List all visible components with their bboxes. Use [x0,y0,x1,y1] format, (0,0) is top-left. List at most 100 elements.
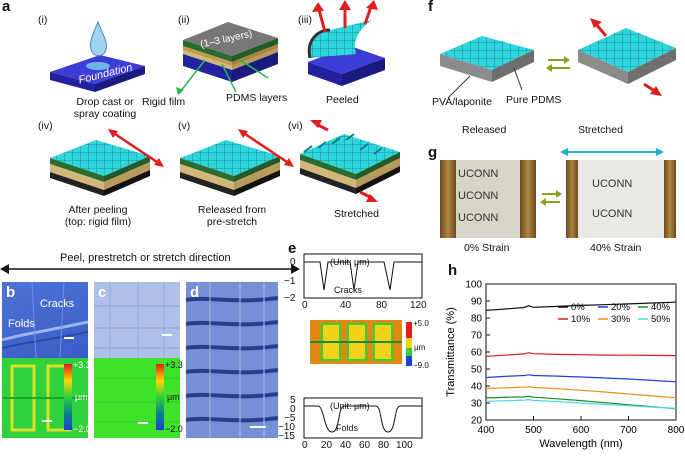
y-tick-label: 40 [471,382,483,393]
panel-label-d: d [190,284,200,301]
y-tick-label: 70 [471,331,483,342]
y-tick-label: 100 [465,280,482,291]
caption-v-line2: pre-stretch [206,216,258,228]
e-top-unit: (Unit: μm) [330,257,370,267]
photo-0-strain [440,160,536,238]
caption-i-line1: Drop cast or [76,96,134,108]
panel-label-g: g [428,144,438,161]
photo-40-strain [566,160,676,238]
e-bottom-xtick-1: 20 [321,440,333,451]
y-tick-label: 50 [471,365,483,376]
colorbar-b-unit: μm [75,392,88,402]
series-line-30pct [485,386,677,399]
series-line-50pct [485,398,677,409]
colorbar-e-unit: μm [414,343,426,352]
panel-label-c: c [98,284,107,301]
x-tick-label: 500 [525,425,542,436]
micrograph-b-optical [2,282,88,358]
y-tick-label: 60 [471,348,483,359]
series-line-0pct [485,301,677,311]
strain-40-label: 40% Strain [590,242,642,254]
colorbar-e-max: +5.0 [413,319,429,328]
stretched-label-a: Stretched [334,208,379,220]
e-bottom-ytick-4: −15 [278,431,295,442]
colorbar-b-max: +3.3 [73,360,91,370]
e-bottom-ytick-2: −5 [284,413,296,424]
peeled-label: Peeled [326,94,359,106]
e-bottom-ytick-3: −10 [278,422,295,433]
stretch-arrow-g [560,148,664,156]
e-bottom-xtick-0: 0 [302,440,308,451]
e-bottom-xtick-4: 80 [378,440,390,451]
pva-label: PVA/laponite [432,96,492,108]
e-top-xtick-1: 40 [340,300,352,311]
layered-stack [176,22,278,95]
colorbar-c-min: −2.0 [165,424,183,434]
x-axis-label: Wavelength (nm) [539,438,622,450]
panel-a-schematic [50,0,400,202]
stretched-stack [300,120,400,202]
panel-e-profiles [303,253,423,439]
legend-label: 50% [651,314,671,325]
uconn-label-5: UCONN [592,208,633,220]
e-top-ytick-0: 0 [290,257,296,268]
e-bottom-trace-label: Folds [336,423,359,433]
colorbar-e-min: −9.0 [413,361,429,370]
panel-label-f: f [428,0,433,15]
step-vi-label: (vi) [288,120,303,132]
e-bottom-xtick-3: 60 [359,440,371,451]
colorbar-c-max: +3.3 [165,360,183,370]
strain-0-label: 0% Strain [464,242,510,254]
peeled-stack [307,0,385,86]
uconn-label-1: UCONN [458,168,499,180]
e-bottom-xtick-2: 40 [340,440,352,451]
series-line-10pct [485,352,677,357]
toggle-arrow-g [540,190,562,206]
e-top-xtick-2: 80 [376,300,388,311]
uconn-label-3: UCONN [458,212,499,224]
y-axis-label: Transmittance (%) [445,307,457,396]
colorbar-c-unit: μm [167,392,180,402]
y-tick-label: 80 [471,314,483,325]
uconn-label-2: UCONN [458,190,499,202]
series-line-20pct [485,374,677,383]
uconn-label-4: UCONN [592,178,633,190]
panel-label-b: b [6,284,16,301]
micrograph-c-height-map [94,358,180,438]
y-tick-label: 20 [471,416,483,427]
released-label: Released [462,124,507,136]
step-ii-label: (ii) [178,14,190,26]
direction-label: Peel, prestretch or stretch direction [60,252,231,264]
step-v-label: (v) [178,120,191,132]
pure-pdms-label: Pure PDMS [506,94,562,106]
x-tick-label: 400 [478,425,495,436]
panel-label-h: h [448,262,458,279]
caption-iv-line2: (top: rigid film) [64,216,132,228]
caption-i-line2: spray coating [73,108,137,120]
colorbar-b [64,364,72,430]
e-top-ytick-1: −1 [284,276,296,287]
folds-label: Folds [8,318,35,330]
legend-label: 0% [571,302,585,313]
droplet-icon [89,20,107,57]
direction-arrow [0,264,300,274]
panel-label-a: a [2,0,11,15]
x-tick-label: 700 [620,425,637,436]
colorbar-c [156,364,164,430]
step-i-label: (i) [38,14,48,26]
colorbar-b-min: −2.0 [73,424,91,434]
legend-label: 40% [651,302,671,313]
stretched-label-f: Stretched [578,124,623,136]
pdms-layers-label: PDMS layers [226,92,288,104]
micrograph-c-optical [94,282,180,358]
e-top-ytick-2: −2 [284,293,296,304]
micrograph-b-height-map [2,358,88,438]
series-line-40pct [485,395,677,410]
e-top-xtick-3: 120 [410,300,427,311]
micrograph-d-optical [186,282,278,438]
e-top-trace-label: Cracks [334,285,363,295]
cracks-label: Cracks [40,298,75,310]
y-tick-label: 90 [471,297,483,308]
step-iii-label: (iii) [298,14,312,26]
